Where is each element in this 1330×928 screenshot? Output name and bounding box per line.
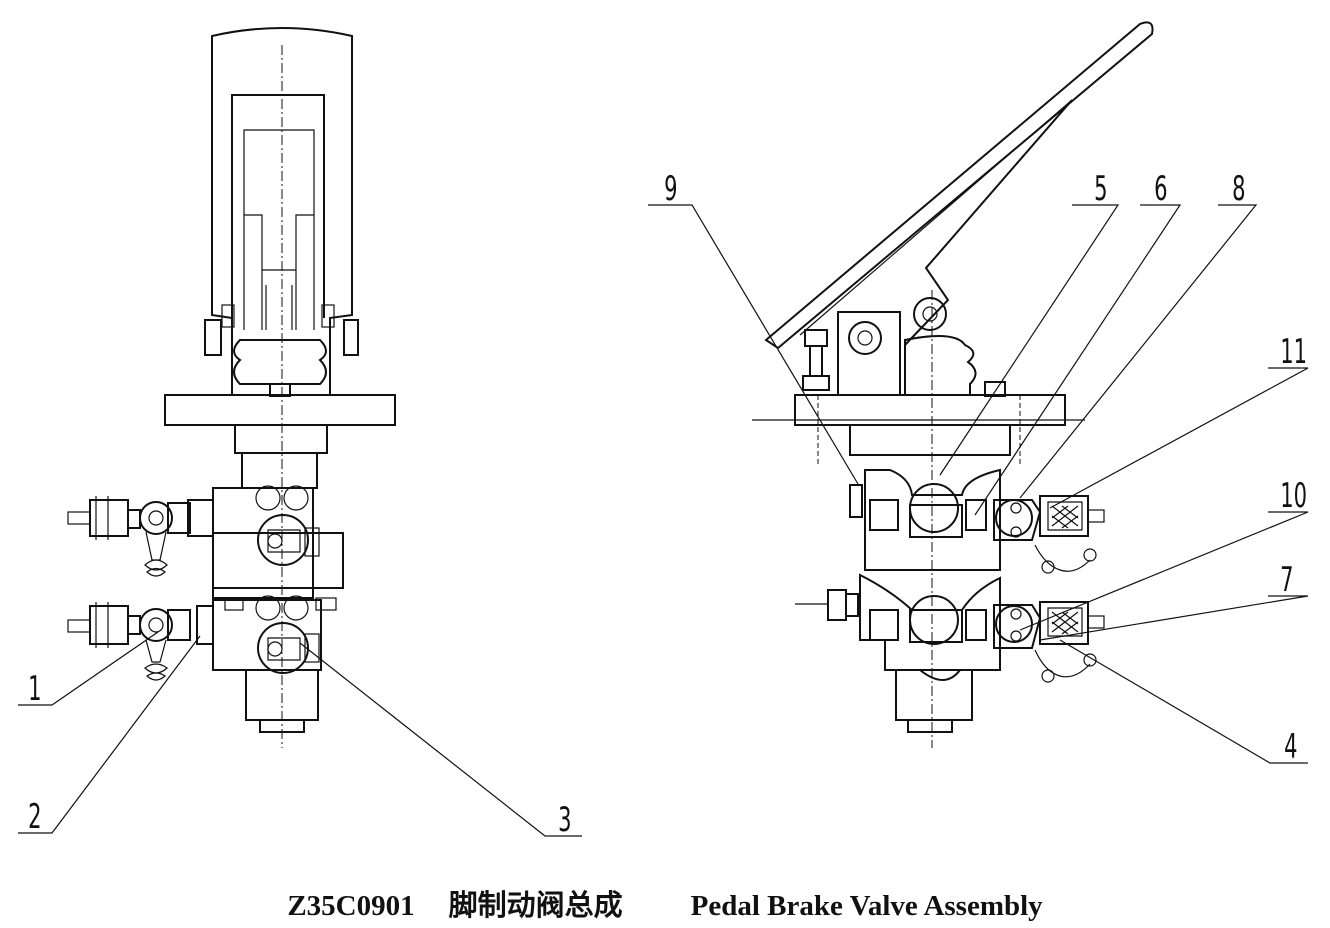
callout-numbers: 1 2 3 4 5 6 7 8 9 10 11 [28, 169, 1307, 840]
callout-7: 7 [1280, 560, 1293, 600]
valve-body [212, 487, 314, 599]
front-view [67, 27, 396, 748]
drawing-caption: Z35C0901 脚制动阀总成 Pedal Brake Valve Assembly [0, 882, 1330, 924]
callout-11: 11 [1280, 332, 1307, 372]
callout-3: 3 [558, 800, 571, 840]
side-view [752, 21, 1154, 748]
chinese-title: 脚制动阀总成 [448, 890, 623, 922]
callout-4: 4 [1284, 727, 1297, 767]
linkage-frame [231, 94, 325, 318]
callout-1: 1 [28, 669, 41, 709]
callout-6: 6 [1154, 169, 1167, 209]
callout-10: 10 [1280, 476, 1307, 516]
callout-9: 9 [664, 169, 677, 209]
callout-leaders [18, 204, 1309, 837]
upper-coupling [993, 495, 1105, 574]
lower-test-fitting [67, 602, 214, 681]
rubber-boot [233, 339, 327, 385]
mounting-plate [164, 394, 396, 426]
english-title: Pedal Brake Valve Assembly [690, 890, 1043, 922]
callout-5: 5 [1094, 169, 1107, 209]
lower-coupling [993, 601, 1105, 683]
brake-pedal [764, 21, 1154, 350]
callout-2: 2 [28, 797, 41, 837]
callout-8: 8 [1232, 169, 1245, 209]
part-code: Z35C0901 [287, 890, 415, 922]
upper-test-fitting [67, 496, 214, 577]
